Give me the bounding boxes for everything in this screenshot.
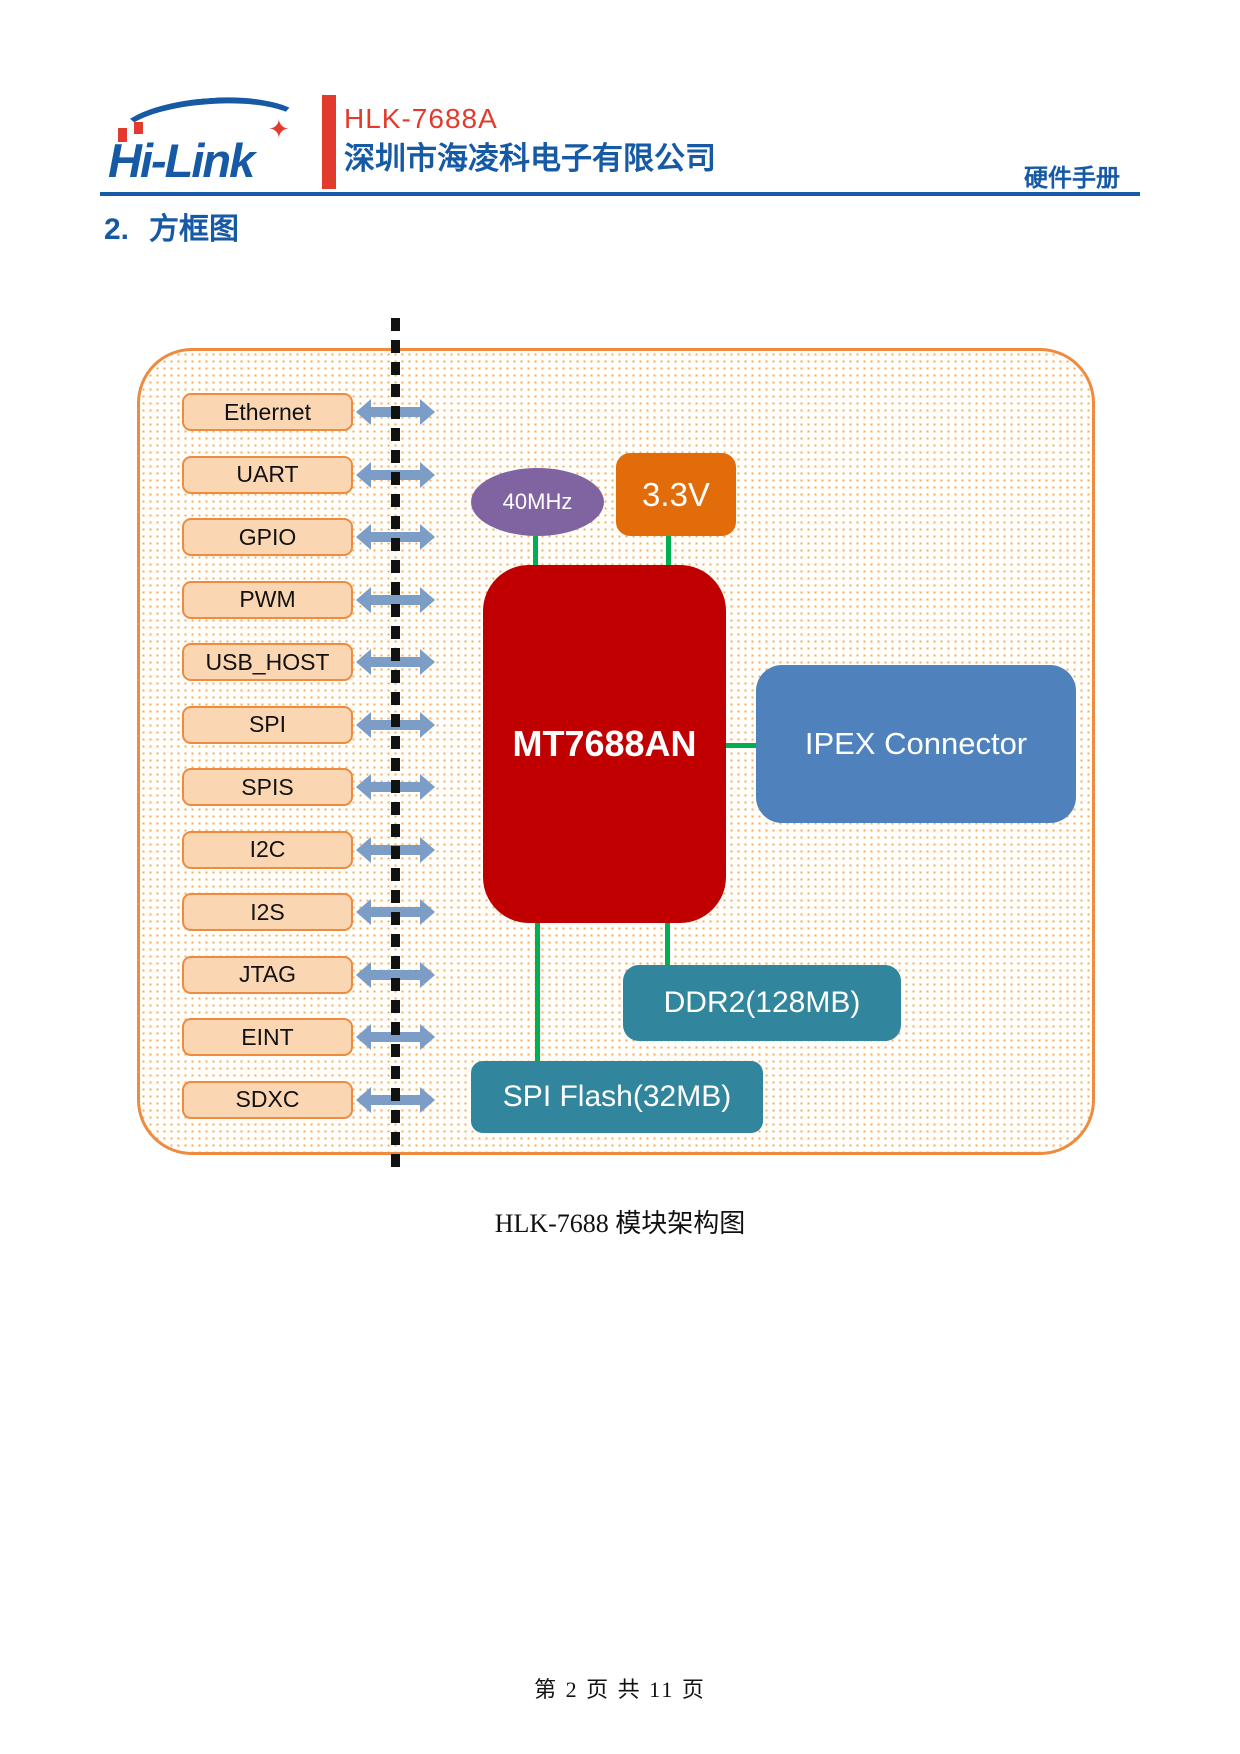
logo-divider-bar [322, 95, 336, 189]
peripheral-box-spis: SPIS [182, 768, 353, 806]
connector-line-memory [665, 921, 670, 967]
section-title-text: 方框图 [149, 213, 240, 246]
peripheral-row: SPI [182, 705, 482, 744]
peripheral-row: UART [182, 455, 482, 494]
logo-wordmark: Hi-Link [108, 134, 255, 187]
peripheral-row: I2S [182, 893, 482, 931]
connector-line-antenna [724, 743, 758, 748]
peripheral-box-i2c: I2C [182, 830, 353, 869]
peripheral-row: EINT [182, 1018, 482, 1056]
peripheral-row: SPIS [182, 768, 482, 806]
section-title: 2. 方框图 [104, 204, 239, 248]
page-footer: 第 2 页 共 11 页 [534, 1677, 706, 1702]
peripheral-row: USB_HOST [182, 643, 482, 681]
ddr2-memory-node: DDR2(128MB) [623, 965, 901, 1041]
peripheral-row: Ethernet [182, 393, 482, 431]
peripheral-row: JTAG [182, 955, 482, 994]
header-rule [100, 192, 1140, 196]
header-titles: HLK-7688A 深圳市海凌科电子有限公司 [344, 103, 716, 179]
spi-flash-node: SPI Flash(32MB) [471, 1061, 763, 1133]
sparkle-icon: ✦ [268, 114, 290, 144]
module-boundary-dashed-line [391, 318, 400, 1171]
peripheral-box-usb-host: USB_HOST [182, 643, 353, 681]
peripheral-box-sdxc: SDXC [182, 1080, 353, 1119]
hilink-logo: ✦ Hi-Link [108, 91, 323, 190]
clock-node: 40MHz [471, 468, 604, 536]
peripheral-box-gpio: GPIO [182, 518, 353, 556]
peripheral-box-eint: EINT [182, 1018, 353, 1056]
doc-type-label: 硬件手册 [1024, 165, 1120, 192]
product-name: HLK-7688A [344, 103, 498, 134]
logo-red-tick-icon [134, 122, 143, 134]
peripheral-box-pwm: PWM [182, 580, 353, 619]
peripheral-box-i2s: I2S [182, 893, 353, 931]
peripheral-row: PWM [182, 580, 482, 619]
section-number: 2. [104, 213, 130, 246]
page-header: ✦ Hi-Link HLK-7688A 深圳市海凌科电子有限公司 硬件手册 [0, 0, 1240, 200]
antenna-connector-node: IPEX Connector [756, 665, 1076, 823]
peripheral-box-uart: UART [182, 455, 353, 494]
peripheral-box-spi: SPI [182, 705, 353, 744]
company-name: 深圳市海凌科电子有限公司 [344, 141, 716, 176]
soc-node: MT7688AN [483, 565, 726, 923]
peripheral-box-ethernet: Ethernet [182, 393, 353, 431]
power-node: 3.3V [616, 453, 736, 536]
peripheral-row: I2C [182, 830, 482, 869]
peripheral-column: Ethernet UART GPIO PWM USB_HOST SPI [182, 393, 482, 1143]
logo-red-tick-icon [118, 128, 127, 142]
figure-caption: HLK-7688 模块架构图 [494, 1209, 746, 1238]
connector-line-power [666, 536, 671, 567]
peripheral-box-jtag: JTAG [182, 955, 353, 994]
peripheral-row: GPIO [182, 518, 482, 556]
peripheral-row: SDXC [182, 1080, 482, 1119]
block-diagram: Ethernet UART GPIO PWM USB_HOST SPI [137, 318, 1095, 1171]
connector-line-flash [535, 921, 540, 1063]
connector-line-clock [533, 536, 538, 567]
